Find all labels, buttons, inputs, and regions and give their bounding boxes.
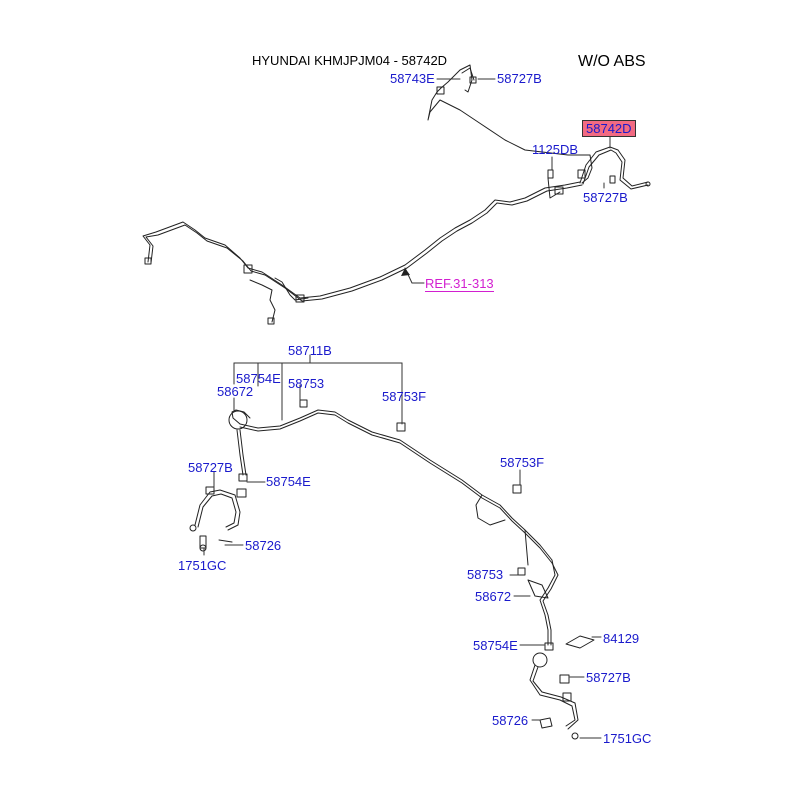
rear-left-hose [189,486,247,552]
part-number-label: 58754E [236,371,281,386]
part-number-label: 58726 [492,713,529,728]
part-number-label: 58711B [288,343,332,358]
ref-arrow [401,268,410,276]
leader-lines [203,78,611,739]
part-number-label: 58743E [390,71,435,86]
part-number-label: 58727B [188,460,233,475]
part-number-label: 58754E [266,474,311,489]
part-number-label: 58726 [245,538,282,553]
part-number-label: 84129 [603,631,640,646]
diagram-title: HYUNDAI KHMJPJM04 - 58742D [252,53,448,68]
part-number-label: 58672 [475,589,512,604]
diagram-note: W/O ABS [578,53,646,70]
part-number-label: 58727B [586,670,631,685]
upper-brake-line [142,64,593,325]
part-number-label: 58672 [217,384,254,399]
part-number-label: 58754E [473,638,518,653]
lower-brake-line [228,399,559,651]
part-number-label: 1125DB [532,142,579,157]
part-number-label: 58753F [382,389,427,404]
part-number-label: 1751GC [178,558,227,573]
hose-58742d [577,146,651,190]
part-number-label: 58753F [500,455,545,470]
part-number-label: 58727B [583,190,628,205]
part-number-label: 1751GC [603,731,652,746]
part-number-label: 58742D [582,120,636,137]
rear-right-hose [529,635,595,740]
part-number-label: 58753 [288,376,325,391]
part-number-label: 58727B [497,71,542,86]
reference-link[interactable]: REF.31-313 [425,276,494,292]
part-number-label: 58753 [467,567,504,582]
